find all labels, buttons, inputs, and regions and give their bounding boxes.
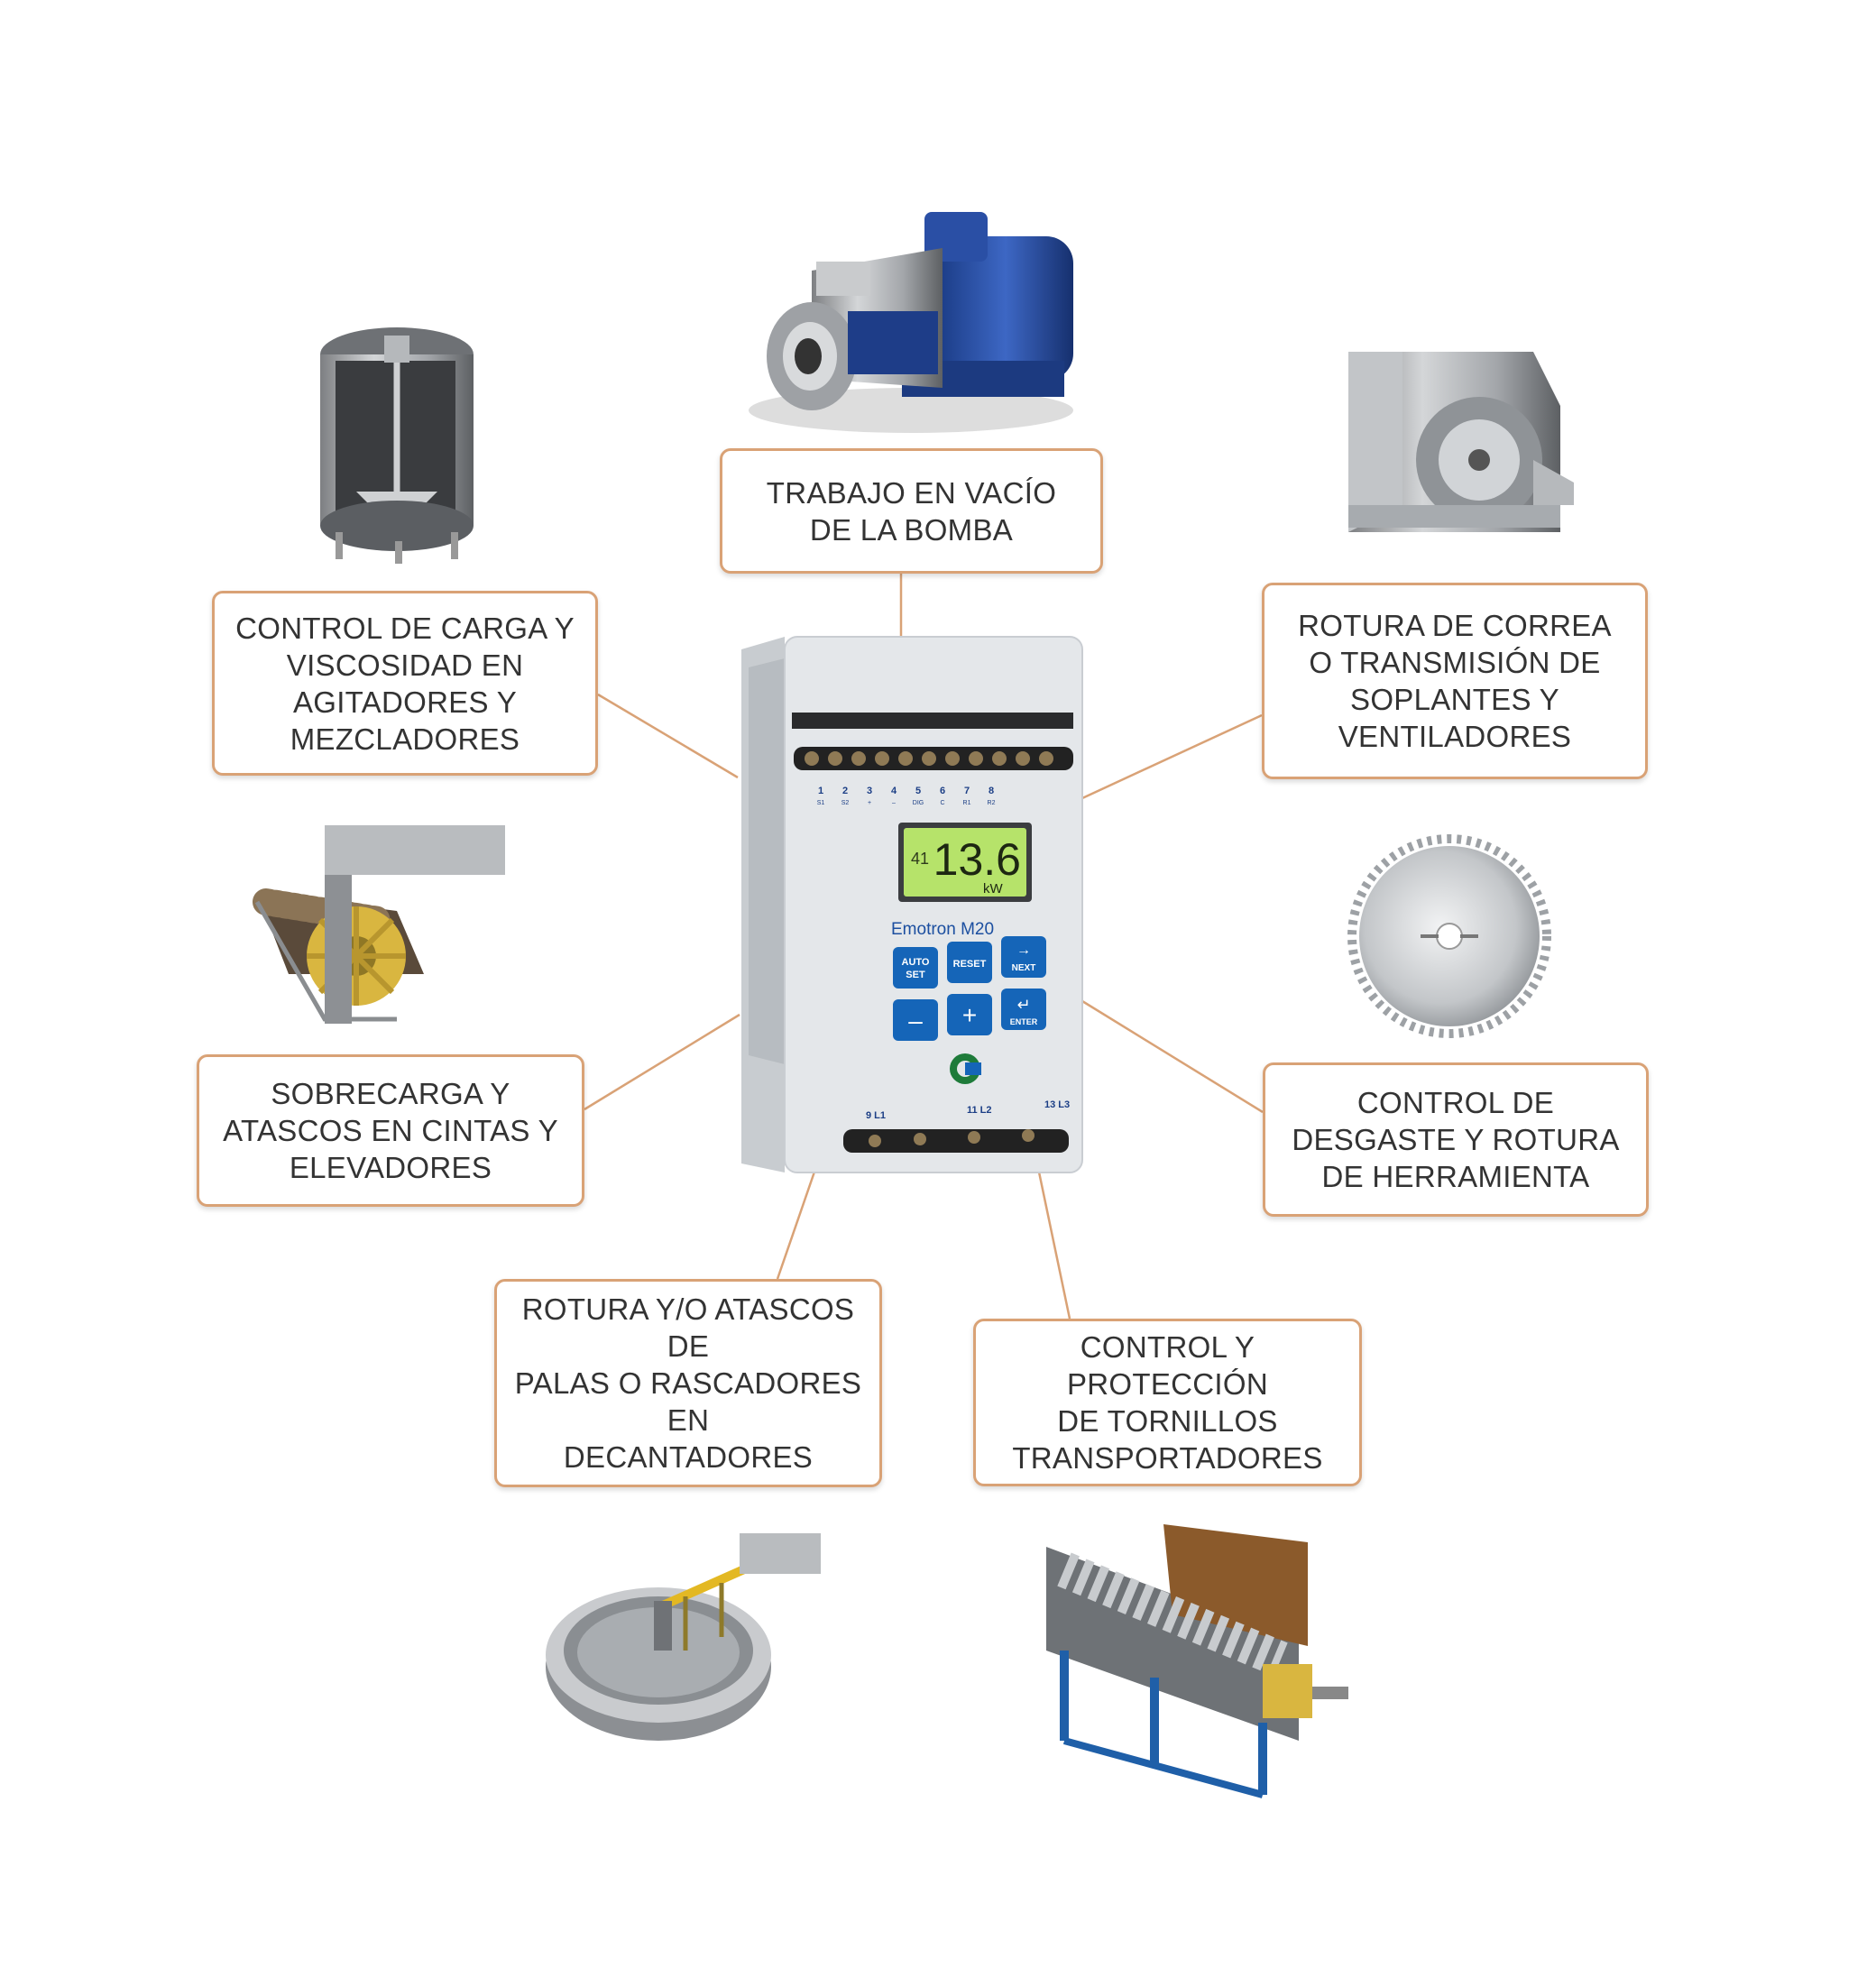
terminal-bottom-2: 11 L2 — [967, 1105, 992, 1116]
label-agitator-text: CONTROL DE CARGA Y VISCOSIDAD EN AGITADO… — [235, 611, 575, 756]
terminal-top-1: 1 — [818, 786, 823, 796]
svg-text:NEXT: NEXT — [1012, 963, 1036, 973]
cg-logo-icon — [950, 1053, 981, 1084]
saw-blade-icon — [1347, 834, 1551, 1038]
terminal-top-7: 7 — [964, 786, 970, 796]
emotron-m20-device: 1 2 3 4 5 6 7 8 S1 S2 + – DIG C R1 R2 41… — [741, 636, 1083, 1173]
terminal-bottom-1: 9 L1 — [866, 1110, 886, 1121]
enter-button[interactable]: ↵ ENTER — [1001, 989, 1046, 1030]
arrow-right-icon: → — [1016, 943, 1031, 958]
svg-text:–: – — [908, 1007, 923, 1035]
label-blower-text: ROTURA DE CORREA O TRANSMISIÓN DE SOPLAN… — [1298, 609, 1612, 753]
screw-conveyor-icon — [1046, 1524, 1348, 1798]
svg-text:RESET: RESET — [953, 959, 987, 970]
connector-screw — [1035, 1163, 1071, 1320]
svg-text:+: + — [962, 1001, 977, 1029]
label-screw-text: CONTROL Y PROTECCIÓN DE TORNILLOS TRANSP… — [1012, 1330, 1323, 1475]
blower-fan-icon — [1348, 352, 1574, 532]
terminal-top-4: 4 — [891, 786, 897, 796]
label-saw: CONTROL DE DESGASTE Y ROTURA DE HERRAMIE… — [1263, 1062, 1649, 1217]
lcd-unit: kW — [983, 881, 1004, 897]
minus-button[interactable]: – — [893, 999, 938, 1041]
terminal-bottom-3: 13 L3 — [1044, 1099, 1070, 1110]
lcd-value: 13.6 — [933, 834, 1021, 885]
label-pump: TRABAJO EN VACÍO DE LA BOMBA — [720, 448, 1103, 574]
terminal-top-sub-5: DIG — [913, 800, 924, 806]
svg-text:AUTO: AUTO — [902, 957, 930, 968]
terminal-top-5: 5 — [915, 786, 921, 796]
svg-text:SET: SET — [906, 970, 925, 980]
terminal-top-sub-3: + — [868, 800, 871, 806]
terminal-top-sub-4: – — [892, 800, 896, 806]
label-saw-text: CONTROL DE DESGASTE Y ROTURA DE HERRAMIE… — [1292, 1086, 1620, 1193]
terminal-top-sub-6: C — [940, 800, 944, 806]
label-decanter-text: ROTURA Y/O ATASCOS DE PALAS O RASCADORES… — [514, 1292, 862, 1474]
lcd-prefix: 41 — [911, 850, 929, 868]
label-pump-text: TRABAJO EN VACÍO DE LA BOMBA — [766, 475, 1057, 547]
terminal-top-sub-2: S2 — [841, 800, 850, 806]
agitator-tank-icon — [320, 327, 474, 564]
reset-button[interactable]: RESET — [947, 942, 992, 983]
connector-conveyor — [584, 1013, 740, 1111]
bucket-elevator-icon — [253, 825, 505, 1024]
terminal-top-2: 2 — [842, 786, 848, 796]
terminal-top-sub-7: R1 — [963, 800, 971, 806]
label-decanter: ROTURA Y/O ATASCOS DE PALAS O RASCADORES… — [494, 1279, 882, 1487]
terminal-top-6: 6 — [940, 786, 945, 796]
pump-icon — [749, 212, 1073, 433]
label-agitator: CONTROL DE CARGA Y VISCOSIDAD EN AGITADO… — [212, 591, 598, 776]
connector-blower — [1081, 713, 1263, 800]
label-screw: CONTROL Y PROTECCIÓN DE TORNILLOS TRANSP… — [973, 1319, 1362, 1486]
terminal-top-sub-1: S1 — [817, 800, 825, 806]
terminal-top-8: 8 — [989, 786, 994, 796]
label-blower: ROTURA DE CORREA O TRANSMISIÓN DE SOPLAN… — [1262, 583, 1648, 779]
auto-set-button[interactable]: AUTO SET — [893, 947, 938, 989]
label-conveyor: SOBRECARGA Y ATASCOS EN CINTAS Y ELEVADO… — [197, 1054, 584, 1207]
connector-saw — [1081, 999, 1264, 1114]
terminal-top-sub-8: R2 — [988, 800, 996, 806]
plus-button[interactable]: + — [947, 994, 992, 1035]
svg-text:ENTER: ENTER — [1010, 1017, 1038, 1026]
enter-arrow-icon: ↵ — [1016, 996, 1030, 1014]
clarifier-tank-icon — [546, 1533, 821, 1741]
connector-agitator — [597, 693, 739, 779]
brand-label: Emotron M20 — [891, 920, 994, 939]
terminal-top-3: 3 — [867, 786, 872, 796]
next-button[interactable]: → NEXT — [1001, 936, 1046, 978]
label-conveyor-text: SOBRECARGA Y ATASCOS EN CINTAS Y ELEVADO… — [223, 1077, 558, 1184]
